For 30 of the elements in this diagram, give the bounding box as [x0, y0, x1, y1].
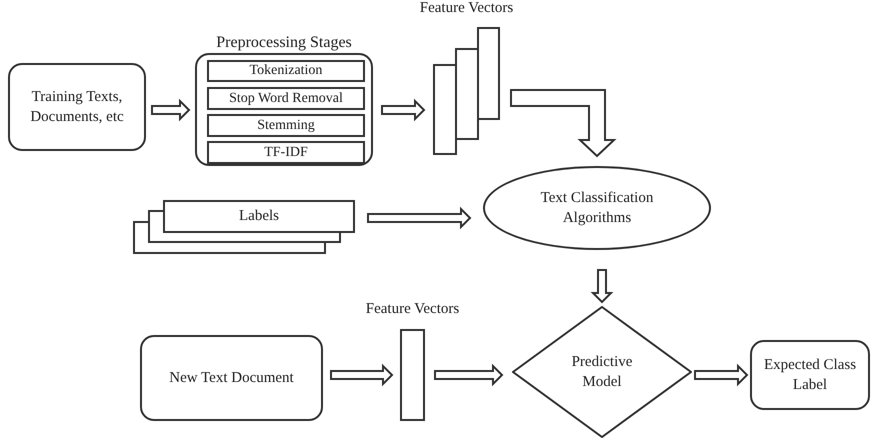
node-label: Stemming [256, 116, 316, 134]
block-arrow [590, 269, 614, 304]
node-label: New Text Document [168, 368, 295, 388]
stage-box [207, 141, 365, 164]
stage-box [207, 87, 365, 110]
node-label: Labels [238, 207, 280, 226]
node-label: Stop Word Removal [228, 90, 344, 108]
node-label: TF-IDF [263, 144, 309, 162]
block-arrow [381, 98, 426, 122]
process-box [8, 63, 146, 151]
node-label: Predictive Model [570, 352, 634, 392]
stage-box [207, 60, 365, 82]
block-arrow [510, 89, 617, 158]
document-stack [133, 200, 355, 254]
block-arrow [151, 98, 190, 122]
block-arrow [694, 364, 748, 386]
feature-vectors-caption: Feature Vectors [366, 300, 460, 319]
process-box [750, 340, 870, 410]
stage-box [207, 114, 365, 137]
process-box [140, 335, 323, 421]
node-label: Tokenization [248, 62, 324, 80]
block-arrow [434, 364, 504, 386]
container-heading: Preprocessing Stages [216, 34, 352, 51]
block-arrow [330, 364, 394, 386]
block-arrow [367, 206, 472, 230]
node-label: Expected Class Label [762, 356, 858, 395]
feature-vectors-caption: Feature Vectors [420, 0, 514, 18]
node-label: Text Classification Algorithms [540, 188, 654, 228]
node-label: Training Texts, Documents, etc [29, 88, 125, 127]
decision-diamond [512, 306, 692, 438]
